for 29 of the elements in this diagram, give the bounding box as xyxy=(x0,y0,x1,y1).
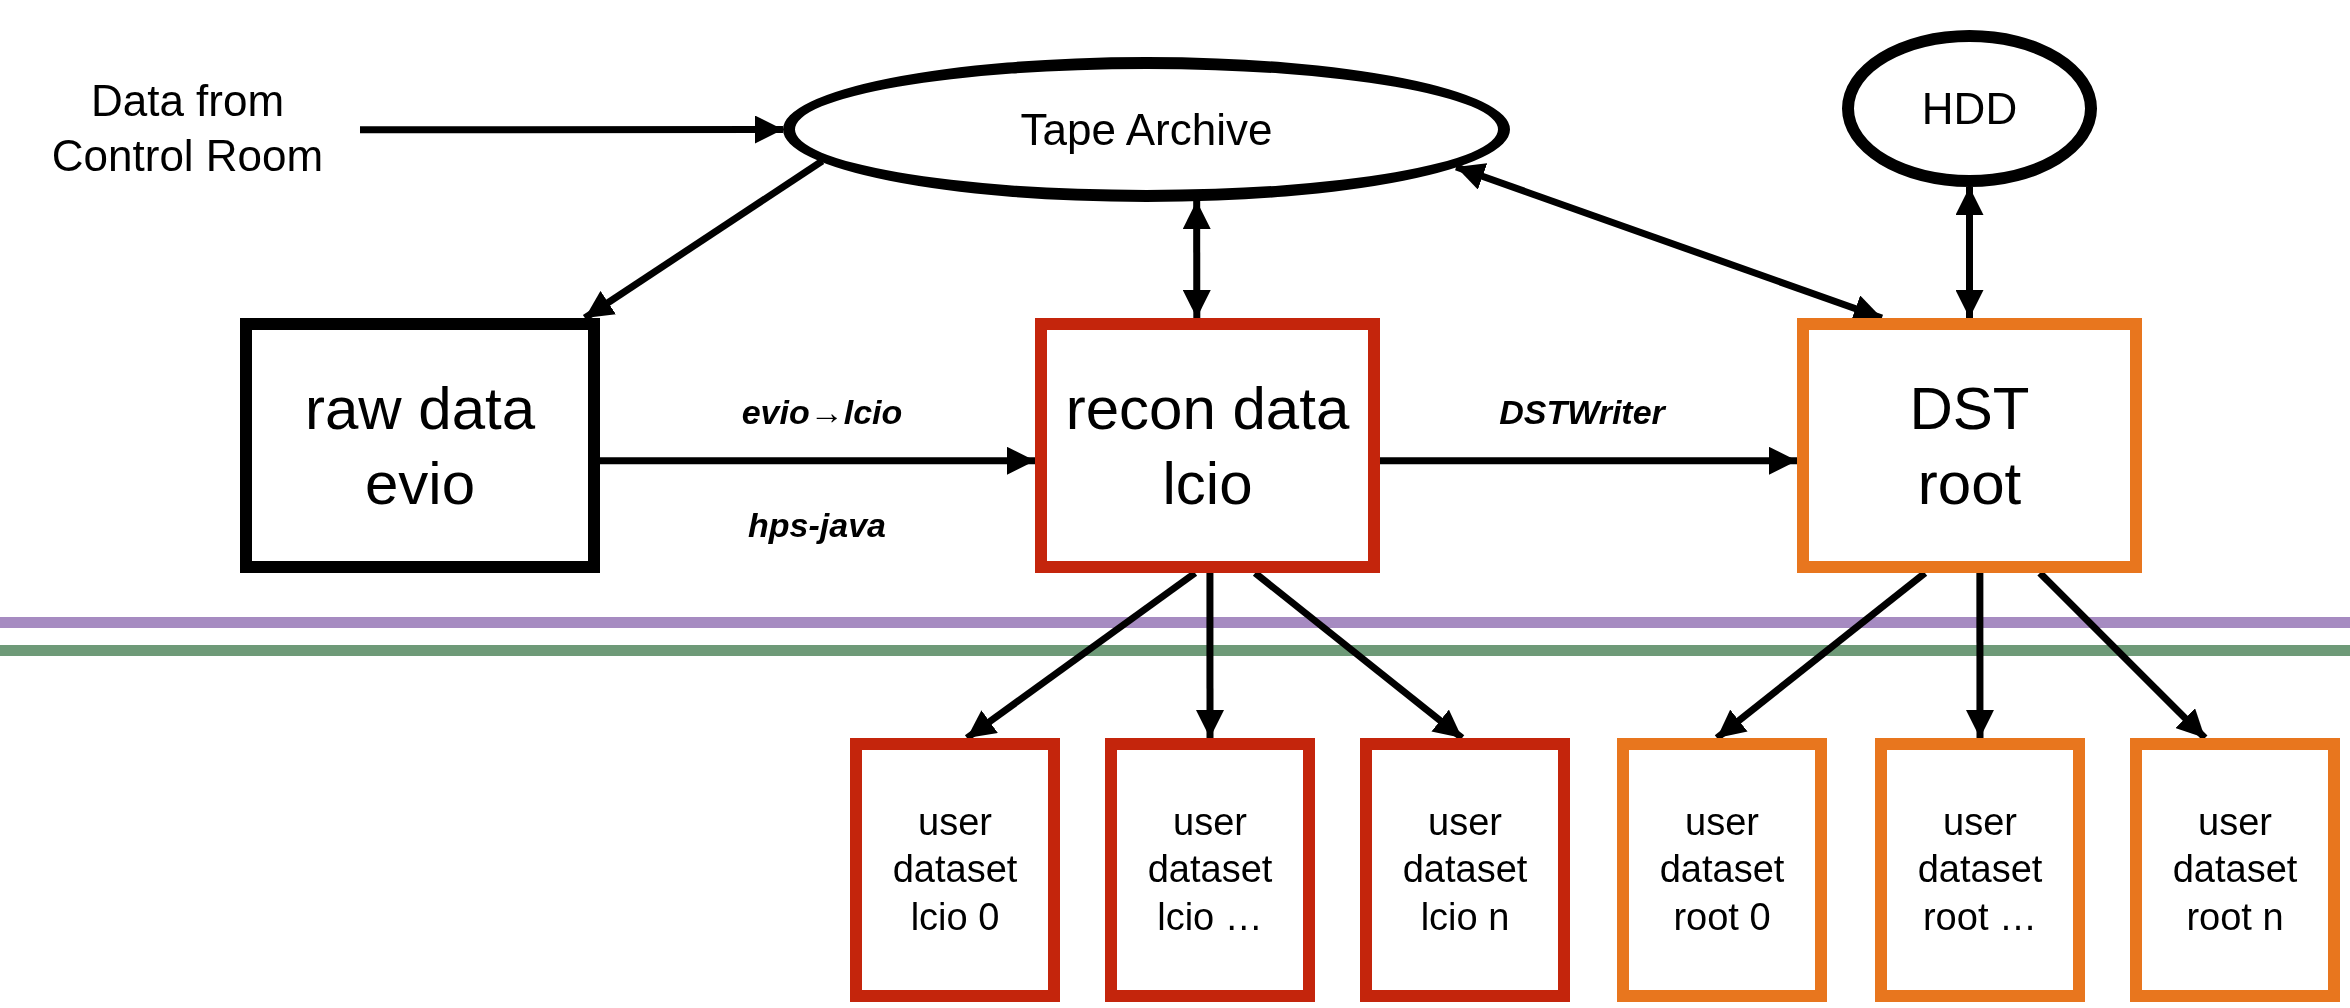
arrow xyxy=(1955,187,1984,318)
node-label: recon data lcio xyxy=(1064,373,1351,519)
data-box xyxy=(1035,318,1380,573)
node-label: user dataset lcio n xyxy=(1401,799,1529,940)
node-label: user dataset root … xyxy=(1916,799,2044,940)
dataset-box xyxy=(1617,738,1827,1002)
node-label: user dataset lcio 0 xyxy=(891,799,1019,940)
node-label: user dataset root n xyxy=(2171,799,2299,940)
node-label: user dataset root 0 xyxy=(1658,799,1786,940)
data-box xyxy=(240,318,600,573)
node-label: HDD xyxy=(1921,83,2018,135)
dataset-box xyxy=(850,738,1060,1002)
node-label: Data from Control Room xyxy=(50,74,325,182)
arrow xyxy=(1380,446,1797,475)
node-label: raw data evio xyxy=(303,373,537,519)
arrow xyxy=(1182,200,1211,318)
arrow xyxy=(1965,573,1994,738)
dataset-box xyxy=(1105,738,1315,1002)
node-label: Tape Archive xyxy=(1020,104,1273,156)
arrow xyxy=(582,158,825,321)
node-label: DST root xyxy=(1908,373,2031,519)
tool-label: hps-java xyxy=(748,504,886,546)
arrow xyxy=(1196,573,1224,738)
dataset-box xyxy=(2130,738,2340,1002)
dataset-box xyxy=(1875,738,2085,1002)
data-box xyxy=(1797,318,2142,573)
dataset-box xyxy=(1360,738,1570,1002)
arrow xyxy=(600,446,1035,475)
node-label: user dataset lcio … xyxy=(1146,799,1274,940)
